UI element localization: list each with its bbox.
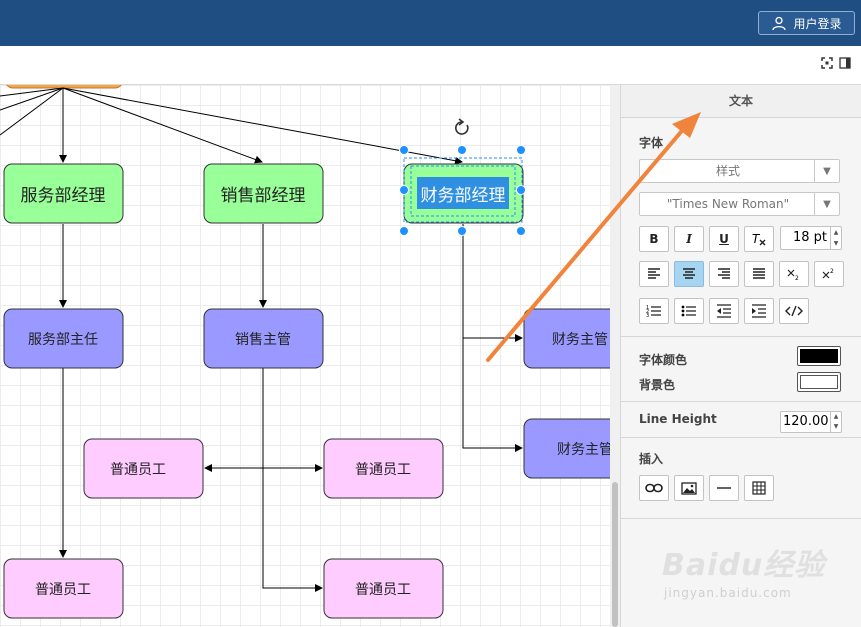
- font-color-label: 字体颜色: [639, 353, 688, 367]
- rotate-icon[interactable]: [455, 118, 469, 135]
- style-select[interactable]: 样式 ▼: [639, 159, 840, 183]
- node-label: 服务部主任: [28, 332, 98, 348]
- font-section: 字体 样式 ▼ "Times New Roman" ▼ B I U T 18 p…: [621, 118, 861, 337]
- indent-icon: [752, 304, 766, 318]
- svg-text:T: T: [752, 232, 761, 246]
- line-height-section: Line Height: [621, 402, 861, 438]
- node-finance-supervisor-1[interactable]: 财务主管: [523, 308, 610, 369]
- indent-button[interactable]: [744, 298, 774, 324]
- user-icon: [772, 16, 787, 31]
- tab-text[interactable]: 文本: [621, 85, 861, 118]
- diagram-svg: 服务部经理 销售部经理 财务部经理 服务部主任: [0, 85, 610, 619]
- bullet-list-button[interactable]: [674, 298, 704, 324]
- user-login-label: 用户登录: [793, 16, 842, 31]
- line-height-label: Line Height: [639, 412, 717, 426]
- image-icon: [681, 481, 697, 495]
- insert-image-button[interactable]: [674, 475, 704, 501]
- node-sales-supervisor[interactable]: 销售主管: [203, 308, 324, 369]
- node-sales-manager[interactable]: 销售部经理: [203, 163, 324, 224]
- table-icon: [752, 481, 766, 495]
- horizontal-rule-icon: [717, 487, 731, 489]
- insert-table-button[interactable]: [744, 475, 774, 501]
- clear-format-button[interactable]: T: [744, 226, 774, 252]
- top-header-bar: 用户登录: [0, 0, 861, 46]
- bold-button[interactable]: B: [639, 226, 669, 252]
- node-label: 普通员工: [35, 582, 91, 598]
- font-size-value: 18 pt: [793, 230, 828, 245]
- line-height-spinner[interactable]: ▲▼: [830, 412, 841, 432]
- line-height-input[interactable]: 120.00 ▲▼: [780, 411, 842, 433]
- node-label: 普通员工: [110, 462, 166, 478]
- fullscreen-icon[interactable]: [821, 57, 833, 69]
- font-family-value: "Times New Roman": [666, 197, 790, 211]
- align-center-button[interactable]: [674, 261, 704, 287]
- insert-section: 插入: [621, 438, 861, 519]
- line-height-value: 120.00: [783, 414, 829, 429]
- chevron-down-icon: ▼: [814, 193, 839, 215]
- font-section-label: 字体: [639, 136, 664, 150]
- outdent-icon: [717, 304, 731, 318]
- code-icon: [785, 305, 803, 317]
- chevron-down-icon: ▼: [814, 160, 839, 182]
- top-node-partial[interactable]: [5, 85, 123, 89]
- bg-color-label: 背景色: [639, 378, 676, 392]
- svg-text:3: 3: [646, 313, 649, 318]
- ordered-list-icon: 123: [646, 305, 661, 318]
- underline-button[interactable]: U: [709, 226, 739, 252]
- node-label: 销售主管: [235, 332, 291, 348]
- superscript-button[interactable]: 2: [814, 261, 844, 287]
- insert-label: 插入: [639, 452, 664, 466]
- color-section: 字体颜色 背景色: [621, 337, 861, 402]
- svg-text:2: 2: [830, 268, 834, 275]
- node-finance-supervisor-2[interactable]: 财务主管: [523, 418, 610, 479]
- node-employee-1[interactable]: 普通员工: [83, 438, 204, 499]
- link-icon: [645, 483, 663, 493]
- justify-icon: [753, 268, 765, 279]
- font-size-input[interactable]: 18 pt ▲▼: [780, 226, 842, 250]
- svg-text:2: 2: [795, 275, 799, 281]
- align-right-icon: [718, 268, 730, 279]
- node-label: 财务主管: [552, 332, 608, 348]
- subscript-button[interactable]: 2: [779, 261, 809, 287]
- align-left-icon: [648, 268, 660, 279]
- font-color-swatch[interactable]: [797, 346, 841, 366]
- toggle-panel-icon[interactable]: [839, 57, 851, 69]
- node-label: 普通员工: [355, 582, 411, 598]
- node-finance-manager[interactable]: 财务部经理: [399, 118, 526, 236]
- user-login-button[interactable]: 用户登录: [758, 11, 855, 35]
- align-center-icon: [683, 268, 695, 279]
- canvas-scrollbar-thumb[interactable]: [612, 482, 618, 627]
- clear-format-icon: T: [752, 232, 766, 246]
- diagram-canvas[interactable]: 服务部经理 销售部经理 财务部经理 服务部主任: [0, 85, 610, 627]
- align-right-button[interactable]: [709, 261, 739, 287]
- italic-button[interactable]: I: [674, 226, 704, 252]
- superscript-icon: 2: [822, 268, 834, 279]
- bullet-list-icon: [681, 305, 696, 317]
- font-size-spinner[interactable]: ▲▼: [830, 227, 841, 249]
- node-employee-3[interactable]: 普通员工: [3, 558, 124, 619]
- font-family-select[interactable]: "Times New Roman" ▼: [639, 192, 840, 216]
- subscript-icon: 2: [787, 269, 799, 281]
- insert-hr-button[interactable]: [709, 475, 739, 501]
- node-employee-2[interactable]: 普通员工: [323, 438, 444, 499]
- insert-link-button[interactable]: [639, 475, 669, 501]
- format-panel: 文本 字体 样式 ▼ "Times New Roman" ▼ B I U T 1…: [620, 85, 861, 627]
- node-employee-4[interactable]: 普通员工: [323, 558, 444, 619]
- bg-color-swatch[interactable]: [797, 372, 841, 392]
- editor-toolbar: [0, 46, 861, 85]
- node-label: 财务主管: [557, 442, 610, 458]
- style-select-value: 样式: [715, 164, 740, 178]
- node-label: 财务部经理: [421, 186, 506, 206]
- node-label: 服务部经理: [21, 186, 106, 206]
- node-label: 销售部经理: [221, 186, 306, 206]
- node-svc-director[interactable]: 服务部主任: [3, 308, 124, 369]
- justify-button[interactable]: [744, 261, 774, 287]
- node-svc-manager[interactable]: 服务部经理: [3, 163, 124, 224]
- html-code-button[interactable]: [779, 298, 809, 324]
- align-left-button[interactable]: [639, 261, 669, 287]
- outdent-button[interactable]: [709, 298, 739, 324]
- selection-outline: [410, 165, 516, 217]
- node-label: 普通员工: [355, 462, 411, 478]
